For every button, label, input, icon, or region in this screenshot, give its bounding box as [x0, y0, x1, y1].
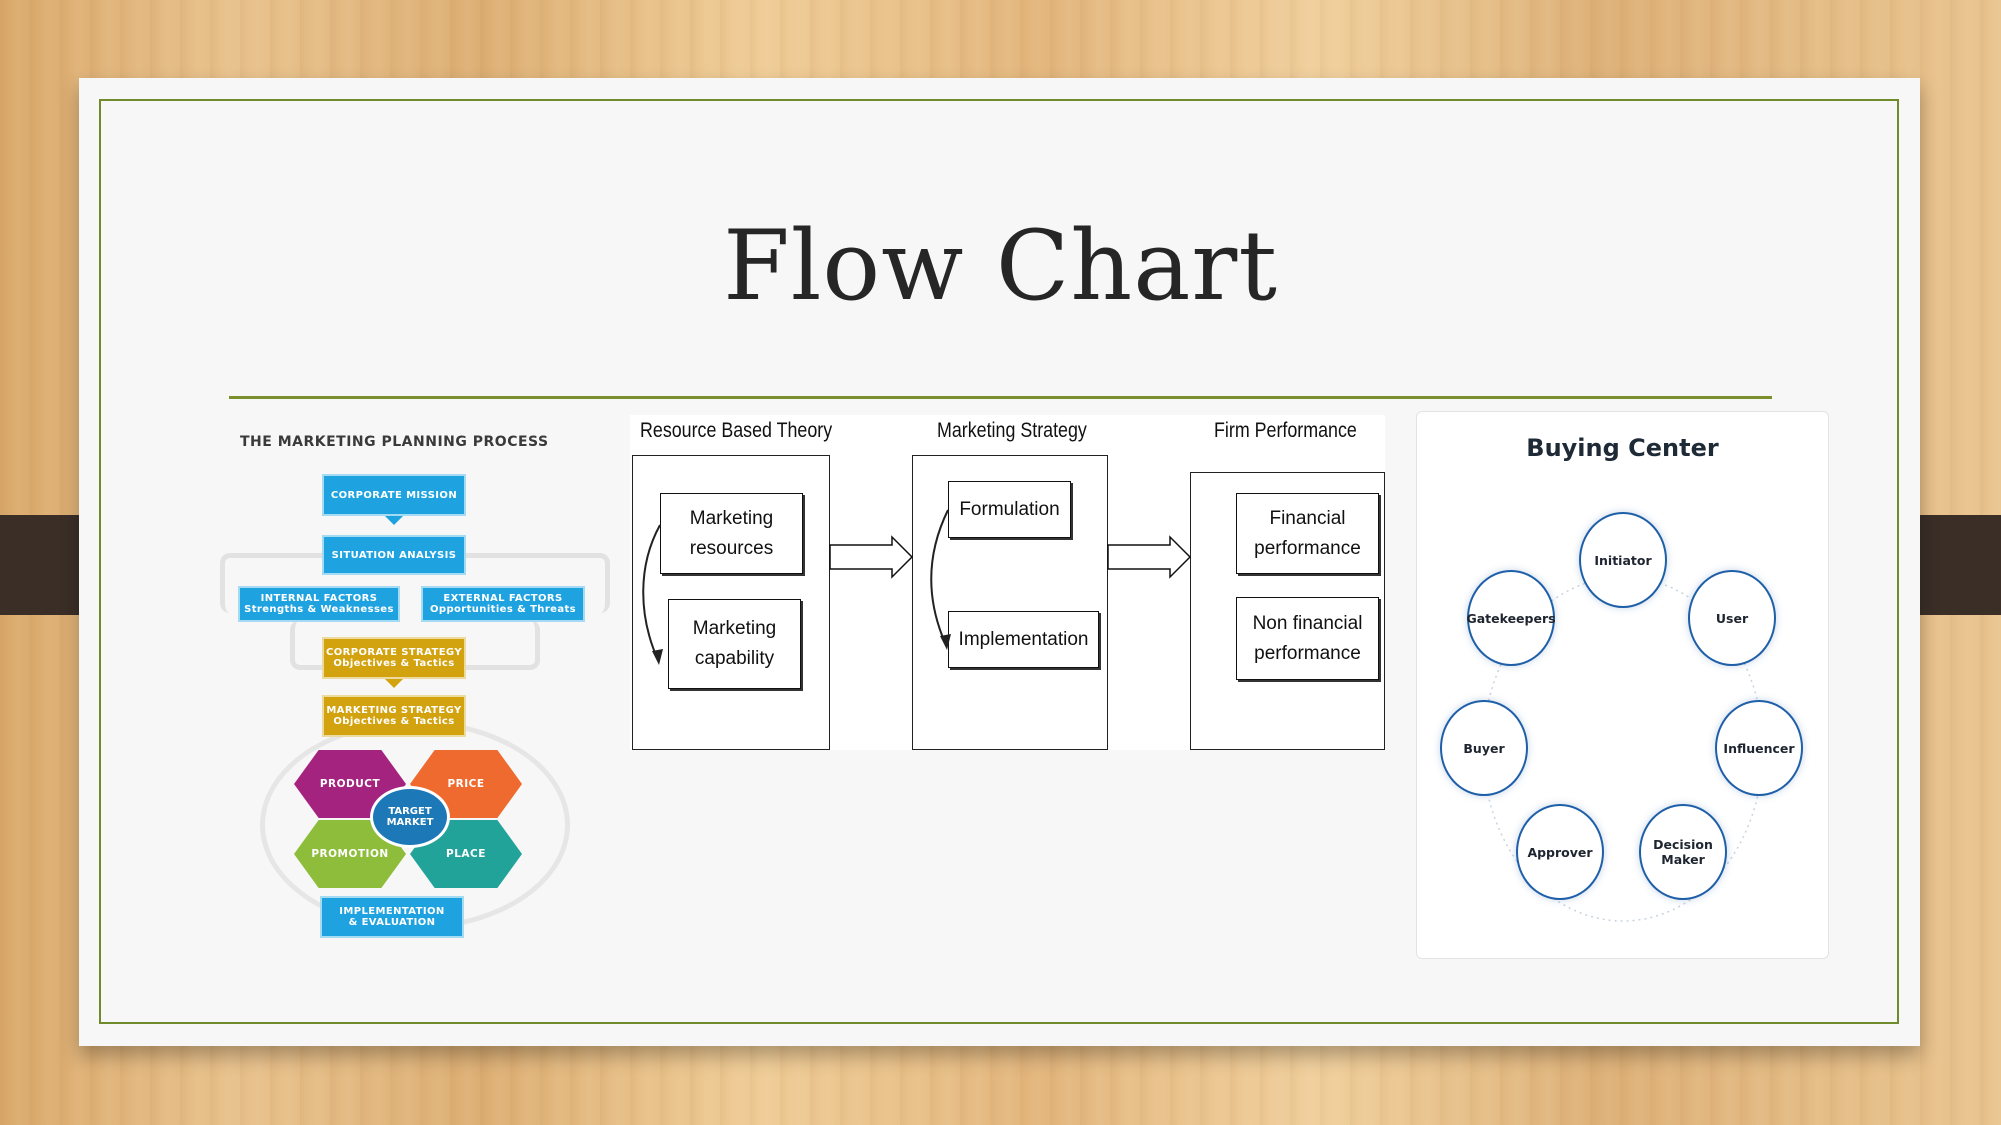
situation-analysis-box: SITUATION ANALYSIS	[322, 535, 466, 575]
buying-center-title: Buying Center	[1526, 434, 1719, 462]
external-factors-sub: Opportunities & Threats	[429, 604, 577, 615]
role-user: User	[1688, 570, 1776, 666]
internal-factors-sub: Strengths & Weaknesses	[244, 604, 394, 615]
buying-center-ring	[1482, 576, 1764, 922]
down-caret	[385, 679, 403, 688]
marketing-resources-line-1: Marketing	[689, 507, 774, 529]
marketing-capability-box: Marketing capability	[668, 599, 801, 689]
role-gatekeepers: Gatekeepers	[1466, 570, 1556, 666]
marketing-strategy-box: MARKETING STRATEGY Objectives & Tactics	[322, 695, 466, 737]
marketing-planning-process-diagram: THE MARKETING PLANNING PROCESS CORPORATE…	[210, 420, 630, 950]
external-factors-box: EXTERNAL FACTORS Opportunities & Threats	[421, 586, 585, 622]
right-arrow-2	[1107, 535, 1192, 579]
implementation-evaluation-box: IMPLEMENTATION & EVALUATION	[320, 896, 464, 938]
curved-arrow-1	[642, 524, 661, 661]
marketing-capability-line-1: Marketing	[692, 618, 777, 639]
title-divider	[229, 396, 1772, 399]
internal-factors-box: INTERNAL FACTORS Strengths & Weaknesses	[238, 586, 400, 622]
external-factors-label: EXTERNAL FACTORS	[443, 593, 563, 604]
marketing-strategy-sub: Objectives & Tactics	[333, 716, 455, 727]
promotion-hexagon: PROMOTION	[294, 820, 406, 888]
down-caret	[385, 516, 403, 525]
internal-factors-label: INTERNAL FACTORS	[260, 593, 378, 604]
marketing-resources-line-2: resources	[689, 537, 774, 559]
role-decision-maker: Decision Maker	[1639, 804, 1727, 900]
slide-title: Flow Chart	[723, 210, 1278, 322]
role-approver: Approver	[1516, 804, 1604, 900]
buying-center-card: Buying Center Initiator User Influencer …	[1416, 411, 1829, 959]
non-financial-performance-box: Non financial performance	[1236, 597, 1379, 680]
role-influencer: Influencer	[1715, 700, 1803, 796]
role-buyer: Buyer	[1440, 700, 1528, 796]
marketing-resources-box: Marketing resources	[660, 493, 803, 574]
price-hexagon: PRICE	[410, 750, 522, 818]
mpp-heading: THE MARKETING PLANNING PROCESS	[240, 434, 549, 450]
financial-line-2: performance	[1254, 537, 1361, 559]
corporate-mission-box: CORPORATE MISSION	[322, 474, 466, 516]
marketing-strategy-label: MARKETING STRATEGY	[326, 705, 462, 716]
implementation-label-1: IMPLEMENTATION	[339, 906, 445, 917]
target-market-label-2: MARKET	[386, 817, 434, 828]
slide-frame	[99, 99, 1899, 1024]
non-financial-line-1: Non financial	[1252, 612, 1363, 634]
flow-arrows	[642, 509, 1192, 665]
role-initiator: Initiator	[1579, 512, 1667, 608]
corporate-strategy-label: CORPORATE STRATEGY	[326, 647, 462, 658]
financial-line-1: Financial	[1269, 507, 1346, 529]
marketing-capability-line-2: capability	[694, 648, 775, 669]
financial-performance-box: Financial performance	[1236, 493, 1379, 574]
implementation-box: Implementation	[948, 611, 1099, 668]
corporate-strategy-box: CORPORATE STRATEGY Objectives & Tactics	[322, 637, 466, 679]
right-arrow-1	[829, 535, 914, 579]
target-market-circle: TARGET MARKET	[370, 786, 450, 848]
non-financial-line-2: performance	[1254, 642, 1361, 664]
col-head-resource: Resource Based Theory	[640, 419, 833, 442]
corporate-strategy-sub: Objectives & Tactics	[333, 658, 455, 669]
formulation-box: Formulation	[948, 481, 1071, 538]
col-head-strategy: Marketing Strategy	[937, 419, 1087, 442]
target-market-label-1: TARGET	[388, 806, 432, 817]
col-head-performance: Firm Performance	[1214, 419, 1357, 442]
implementation-label-2: & EVALUATION	[348, 917, 436, 928]
curved-arrow-2	[930, 509, 949, 646]
resource-based-theory-diagram: Resource Based Theory Marketing Strategy…	[630, 415, 1385, 750]
